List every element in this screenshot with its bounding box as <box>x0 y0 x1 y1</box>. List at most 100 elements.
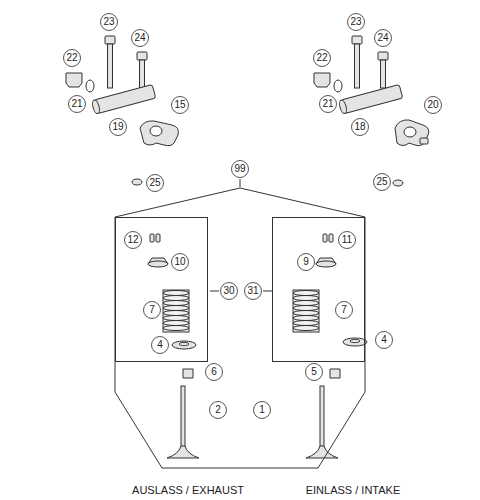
valve-keeper <box>329 234 333 242</box>
small-part <box>132 179 403 186</box>
callout-number: 21 <box>68 95 86 113</box>
cap <box>314 73 330 87</box>
o-ring <box>86 80 94 92</box>
bolt <box>140 60 145 88</box>
section-caption: AUSLASS / EXHAUST <box>132 484 244 496</box>
rocker-arm <box>404 127 416 137</box>
rocker-shaft <box>94 84 156 113</box>
spring-retainer <box>316 261 336 267</box>
callout-number: 20 <box>424 96 442 114</box>
callout-number: 2 <box>209 401 227 419</box>
spring-seat <box>172 338 367 349</box>
valve-spring <box>163 290 319 332</box>
rocker-shaft <box>338 99 347 114</box>
spring-coil <box>163 326 189 331</box>
valve-keeper <box>150 234 333 242</box>
callout-number: 1 <box>253 401 271 419</box>
bolt <box>352 36 362 44</box>
spring-coil <box>293 291 319 296</box>
spring-coil <box>163 316 189 321</box>
callout-number: 6 <box>205 363 223 381</box>
valve-spring <box>293 290 319 332</box>
rocker-shaft <box>338 84 402 114</box>
callout-number: 12 <box>124 231 142 249</box>
valve-spring <box>163 290 189 332</box>
callout-number: 23 <box>347 13 365 31</box>
callout-number: 5 <box>305 363 323 381</box>
callout-number: 9 <box>297 253 315 271</box>
rocker-shaft <box>91 99 100 114</box>
spring-coil <box>163 291 189 296</box>
rocker-arm <box>395 120 429 146</box>
callout-number: 7 <box>143 301 161 319</box>
stem-seal <box>330 369 340 378</box>
spring-coil <box>163 321 189 326</box>
callout-number: 22 <box>313 49 331 67</box>
small-part <box>393 180 403 186</box>
callout-number: 10 <box>171 253 189 271</box>
rocker-arm <box>150 126 162 136</box>
bolt <box>108 44 113 88</box>
rocker-arm <box>140 121 178 146</box>
rocker-shaft <box>341 84 403 113</box>
valve <box>181 386 185 448</box>
callout-number: 99 <box>231 160 249 178</box>
callout-number: 19 <box>109 118 127 136</box>
bolt <box>137 52 147 60</box>
valve-keeper <box>156 234 160 242</box>
spring-coil <box>163 306 189 311</box>
callout-number: 21 <box>319 95 337 113</box>
callout-number: 4 <box>375 331 393 349</box>
cap <box>314 73 330 87</box>
spring-coil <box>293 296 319 301</box>
spring-seat <box>343 338 367 346</box>
callout-number: 23 <box>100 13 118 31</box>
spring-seat <box>179 343 189 346</box>
valve <box>320 386 324 448</box>
bolt <box>105 36 115 44</box>
rocker-arm <box>140 121 178 146</box>
bolt <box>381 60 386 88</box>
leader-line <box>263 291 272 292</box>
callout-number: 7 <box>335 301 353 319</box>
rocker-shaft <box>91 84 155 114</box>
spring-retainer <box>148 261 168 267</box>
spring-coil <box>293 321 319 326</box>
bolt <box>378 52 388 60</box>
o-ring <box>86 80 94 92</box>
callout-number: 25 <box>146 174 164 192</box>
spring-coil <box>163 311 189 316</box>
spring-coil <box>293 326 319 331</box>
callout-number: 4 <box>151 336 169 354</box>
o-ring <box>334 80 342 92</box>
callout-number: 24 <box>131 29 149 47</box>
leader-line <box>210 291 219 292</box>
callout-number: 30 <box>220 282 238 300</box>
spring-seat <box>350 340 360 343</box>
cap <box>66 73 82 87</box>
stem-seal <box>183 369 193 378</box>
callout-number: 24 <box>374 29 392 47</box>
cap <box>66 73 82 87</box>
callout-number: 25 <box>373 173 391 191</box>
callout-number: 11 <box>338 231 356 249</box>
valve-keeper <box>323 234 327 242</box>
spring-coil <box>293 311 319 316</box>
valve <box>167 446 199 458</box>
rocker-arm <box>395 120 429 146</box>
spring-coil <box>293 301 319 306</box>
callout-number: 15 <box>171 96 189 114</box>
callout-number: 18 <box>351 118 369 136</box>
rocker-arm <box>420 138 428 144</box>
bolt <box>355 44 360 88</box>
valve-keeper <box>150 234 154 242</box>
callout-number: 22 <box>63 49 81 67</box>
o-ring <box>334 80 342 92</box>
leader-line <box>240 179 241 187</box>
spring-coil <box>163 301 189 306</box>
kit-outline <box>115 188 365 468</box>
valve <box>306 446 338 458</box>
spring-coil <box>293 316 319 321</box>
spring-coil <box>293 306 319 311</box>
